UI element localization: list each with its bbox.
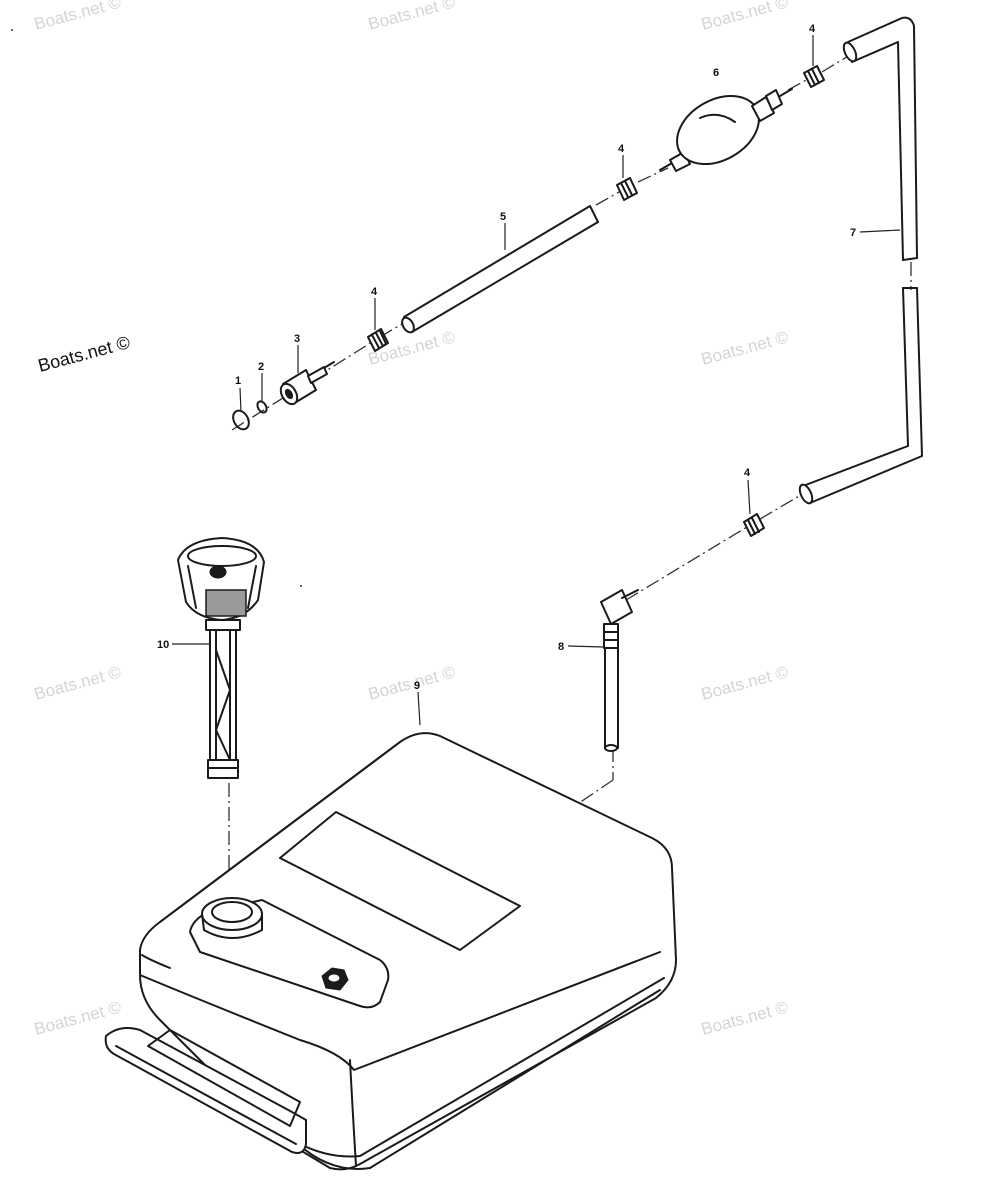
callout-labels: 1 2 3 4 5 4 6 4 7 4 8 9 10 — [157, 23, 856, 692]
speck — [300, 585, 302, 587]
callout-8: 8 — [558, 641, 564, 653]
callout-10: 10 — [157, 639, 169, 651]
speck — [11, 29, 13, 31]
callout-3: 3 — [294, 333, 300, 345]
part-7-fuel-line — [798, 16, 923, 505]
brand-label: Boats.net © — [36, 332, 132, 376]
callout-1: 1 — [235, 375, 241, 387]
watermark: Boats.net © — [32, 662, 123, 704]
callout-4: 4 — [371, 286, 378, 298]
callout-6: 6 — [713, 67, 719, 79]
callout-4: 4 — [809, 23, 816, 35]
part-6-primer-bulb — [659, 88, 793, 172]
part-9-fuel-tank — [104, 732, 677, 1171]
callout-5: 5 — [500, 211, 506, 223]
part-5-hose — [401, 205, 599, 334]
part-3-connector — [279, 361, 335, 406]
watermark: Boats.net © — [699, 662, 790, 704]
part-4-fitting — [803, 65, 825, 88]
part-1-o-ring — [232, 409, 250, 431]
part-4-fitting — [616, 177, 638, 201]
callout-4: 4 — [744, 467, 751, 479]
callout-leaders — [172, 35, 901, 726]
watermark: Boats.net © — [699, 0, 790, 34]
part-8-pickup-elbow — [600, 589, 639, 752]
part-4-fitting — [367, 328, 389, 352]
watermark: Boats.net © — [699, 327, 790, 369]
part-10-fuel-gauge — [177, 537, 265, 779]
watermark: Boats.net © — [366, 662, 457, 704]
watermark: Boats.net © — [699, 997, 790, 1039]
callout-2: 2 — [258, 361, 264, 373]
part-2-washer — [256, 400, 268, 414]
callout-7: 7 — [850, 227, 856, 239]
watermark: Boats.net © — [366, 0, 457, 34]
callout-9: 9 — [414, 680, 420, 692]
callout-4: 4 — [618, 143, 625, 155]
watermark: Boats.net © — [32, 0, 123, 34]
part-4-fitting — [743, 513, 765, 537]
